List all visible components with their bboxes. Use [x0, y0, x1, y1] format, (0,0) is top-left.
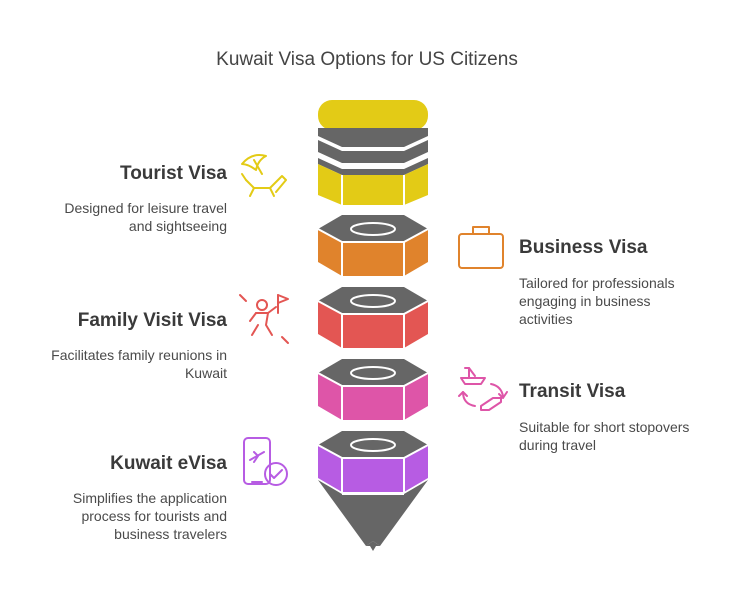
- business-block-top-outline: [317, 228, 429, 243]
- mobile-plane-check-icon: [243, 437, 288, 486]
- stack-tip-cone: [318, 480, 428, 546]
- kuwait-evisa-desc-3: business travelers: [114, 526, 227, 542]
- transit-block-ring: [350, 366, 396, 380]
- plane-boat-transfer-icon: [458, 367, 508, 411]
- business-block-cap: [318, 215, 428, 242]
- family-block: [317, 287, 429, 348]
- transit-block-cap: [318, 359, 428, 386]
- transit-block-body: [318, 373, 428, 420]
- business-visa-desc-3: activities: [519, 311, 573, 327]
- evisa-block-cap: [318, 431, 428, 458]
- kuwait-evisa-title: Kuwait eVisa: [110, 453, 227, 474]
- business-visa-desc-1: Tailored for professionals: [519, 275, 675, 291]
- tourist-block-stripe-4: [318, 155, 428, 169]
- kuwait-evisa-label: Kuwait eVisa Simplifies the application …: [7, 453, 227, 543]
- family-visit-visa-desc-2: Kuwait: [184, 365, 227, 381]
- business-visa-desc-2: engaging in business: [519, 293, 651, 309]
- family-visit-visa-desc-1: Facilitates family reunions in: [51, 347, 227, 363]
- transit-visa-desc-1: Suitable for short stopovers: [519, 419, 690, 435]
- beach-chair-umbrella-icon: [241, 154, 287, 197]
- tourist-visa-desc-1: Designed for leisure travel: [64, 200, 227, 216]
- stack-tip-notch: [366, 541, 380, 551]
- transit-visa-title: Transit Visa: [519, 381, 626, 402]
- briefcase-icon: [458, 226, 504, 269]
- business-block-ring: [350, 222, 396, 236]
- family-visit-visa-label: Family Visit Visa Facilitates family reu…: [7, 310, 227, 382]
- transit-visa-label: Transit Visa Suitable for short stopover…: [519, 381, 729, 454]
- tourist-block-body: [318, 164, 428, 205]
- evisa-block-ring: [350, 438, 396, 452]
- tourist-block-stripe-5: [318, 158, 428, 175]
- business-visa-title: Business Visa: [519, 237, 648, 258]
- tourist-block-top: [318, 100, 428, 130]
- page-title: Kuwait Visa Options for US Citizens: [216, 49, 518, 70]
- kuwait-evisa-desc-2: process for tourists and: [81, 508, 227, 524]
- family-block-top-outline: [317, 300, 429, 315]
- stack-tip: [318, 480, 428, 551]
- person-flag-icon: [239, 294, 289, 344]
- evisa-block-top-outline: [317, 444, 429, 459]
- business-visa-label: Business Visa Tailored for professionals…: [519, 237, 719, 328]
- family-block-ring: [350, 294, 396, 308]
- transit-visa-desc-2: during travel: [519, 437, 597, 453]
- evisa-block: [317, 431, 429, 492]
- evisa-block-body: [318, 445, 428, 492]
- tourist-visa-label: Tourist Visa Designed for leisure travel…: [27, 163, 227, 235]
- transit-block-top-outline: [317, 372, 429, 387]
- tourist-block-stripe-1: [318, 128, 428, 150]
- tourist-visa-desc-2: and sightseeing: [128, 218, 227, 234]
- family-visit-visa-title: Family Visit Visa: [77, 310, 227, 331]
- family-block-body: [318, 301, 428, 348]
- family-block-cap: [318, 287, 428, 314]
- tourist-block-stripe-3: [318, 140, 428, 163]
- kuwait-evisa-desc-1: Simplifies the application: [72, 490, 227, 506]
- tourist-visa-title: Tourist Visa: [120, 163, 227, 184]
- tourist-block: [318, 100, 428, 205]
- business-block-body: [318, 229, 428, 276]
- business-block: [317, 215, 429, 276]
- transit-block: [317, 359, 429, 420]
